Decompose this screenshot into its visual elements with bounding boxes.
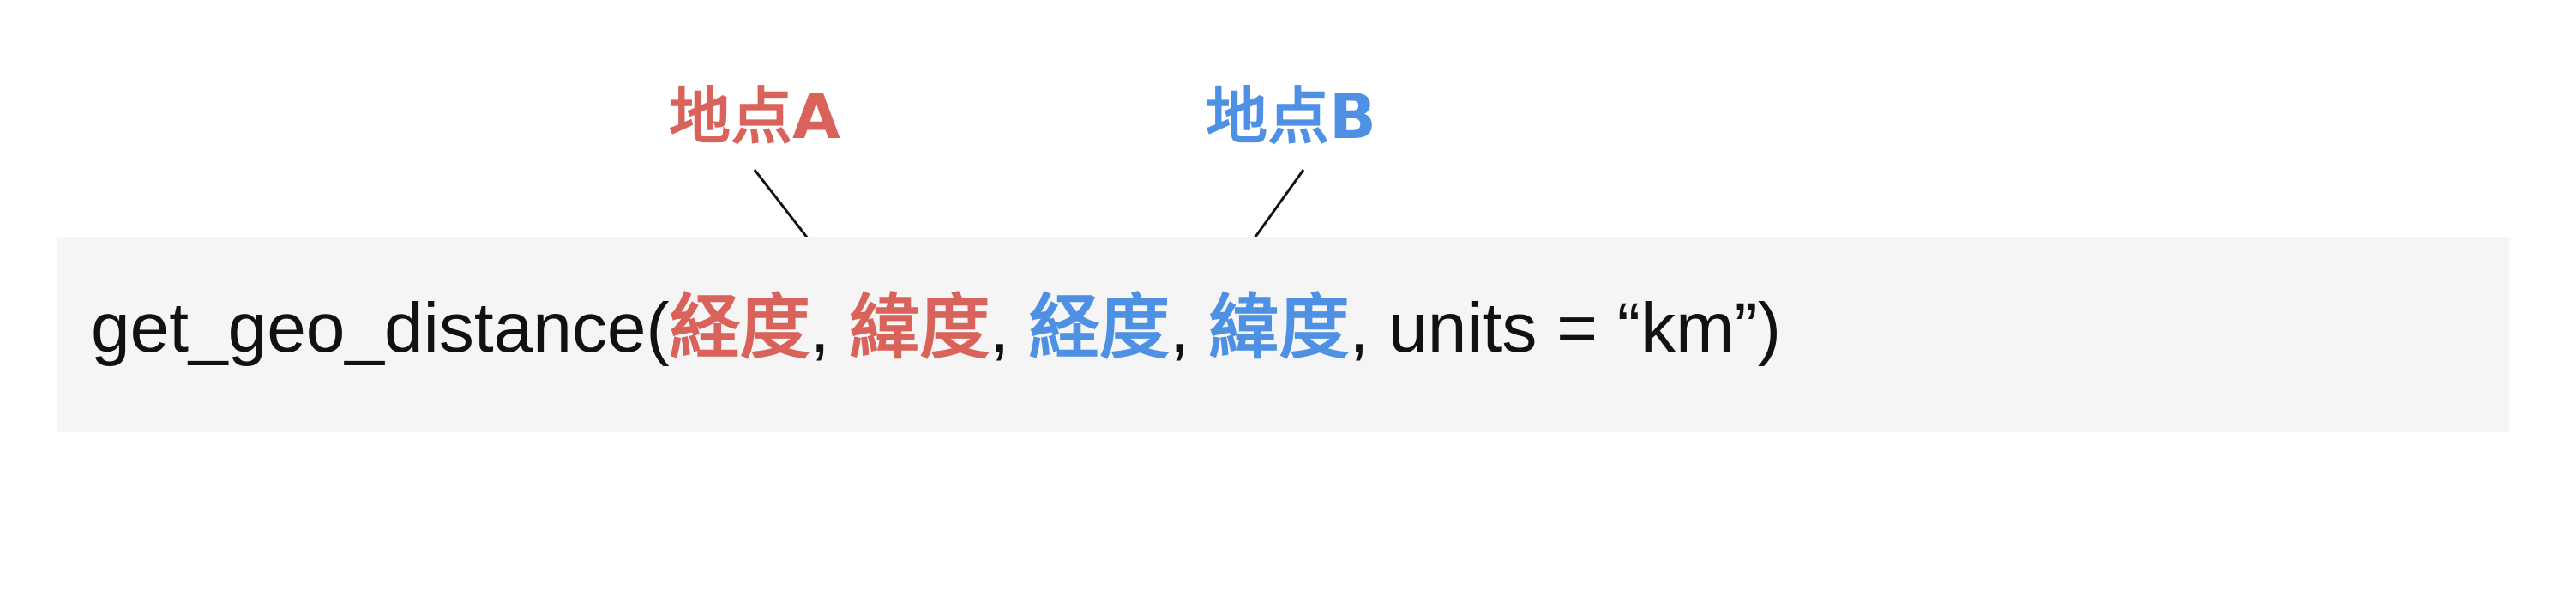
arg-point-a-latitude: 緯度 [849,287,990,369]
point-a-label: 地点A [669,81,840,153]
separator: , [810,289,850,367]
separator: , [990,289,1029,367]
point-b-label: 地点B [1206,81,1376,153]
arg-point-b-longitude: 経度 [1028,287,1170,369]
arg-point-a-longitude: 経度 [669,287,810,369]
arg-point-b-latitude: 緯度 [1208,287,1350,369]
separator: , [1169,289,1209,367]
code-block: get_geo_distance(経度, 緯度, 経度, 緯度, units =… [57,237,2509,432]
function-name: get_geo_distance( [91,289,670,367]
code-tail: , units = “km”) [1349,289,1781,367]
code-line: get_geo_distance(経度, 緯度, 経度, 緯度, units =… [91,293,1781,364]
